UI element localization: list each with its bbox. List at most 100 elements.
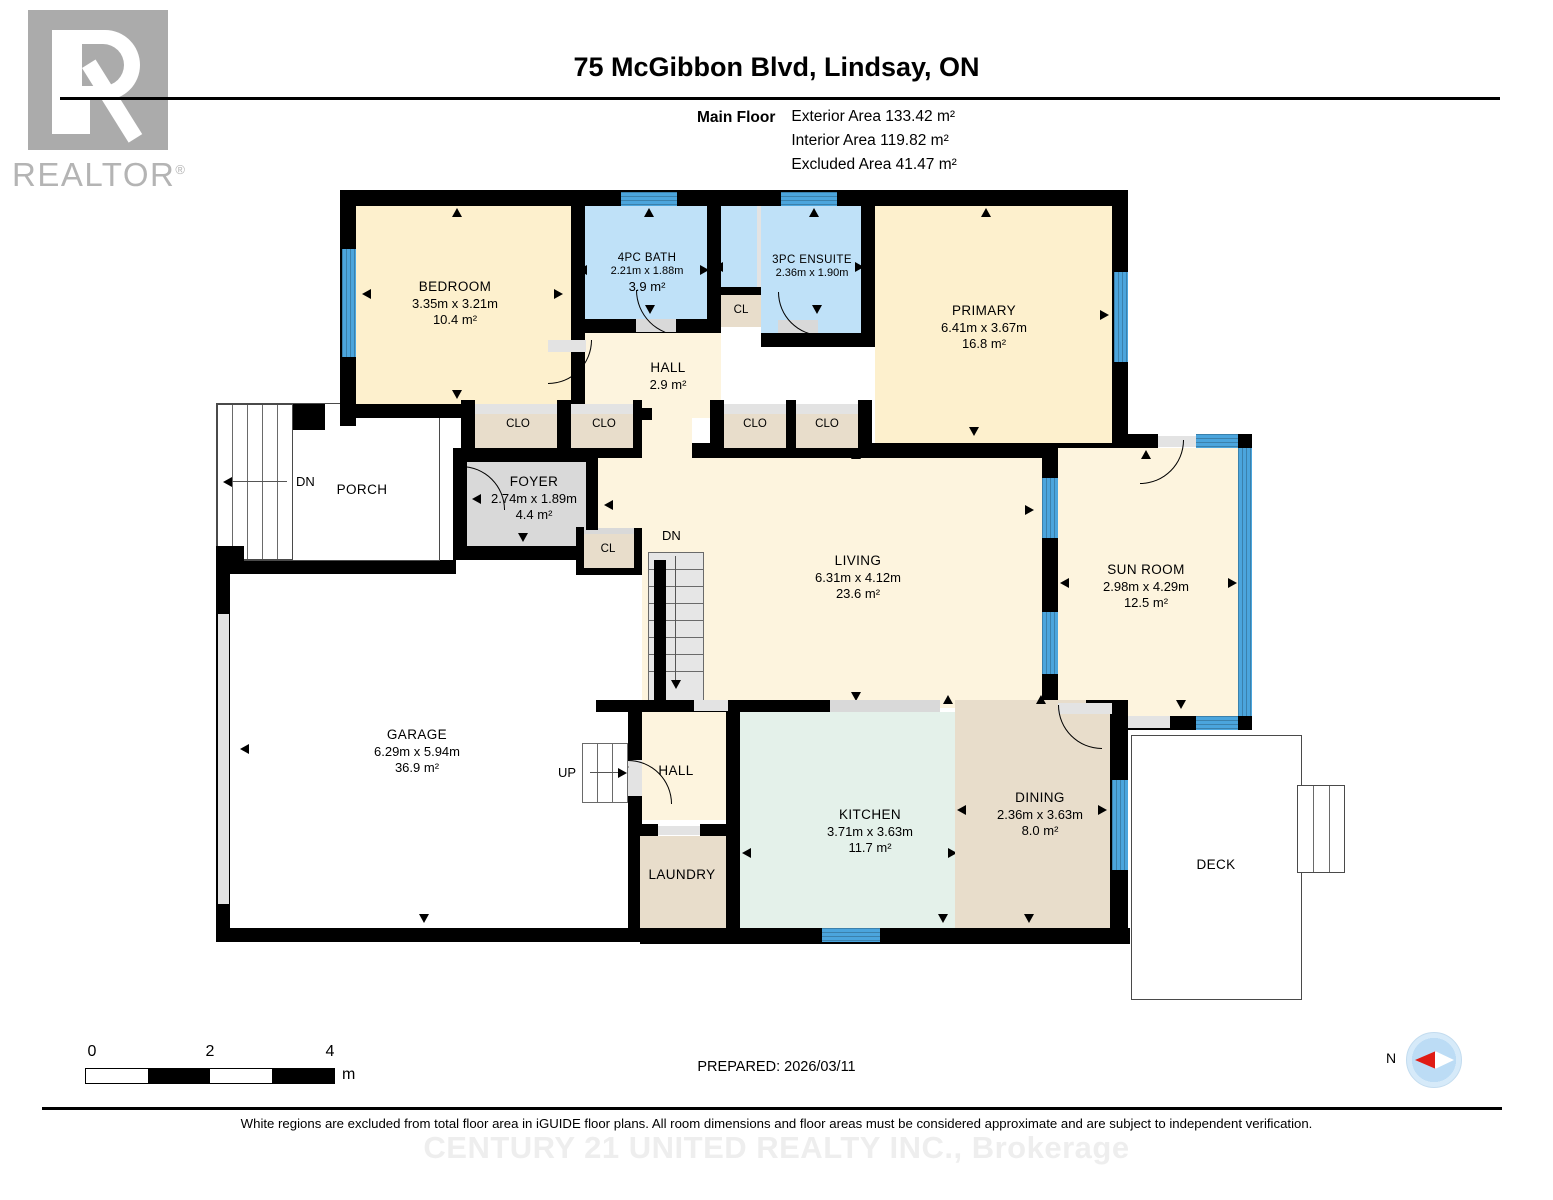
cl-foyer-frame-left: [576, 527, 584, 575]
hall-upper-area: 2.9 m²: [649, 376, 687, 392]
floor-summary: Main Floor Exterior Area 133.42 m² Inter…: [697, 108, 957, 174]
sunroom-window-interior-lower: [1042, 612, 1058, 674]
dining-dims: 2.36m x 3.63m: [997, 806, 1083, 822]
cl-hall-frame-left: [713, 287, 721, 333]
porch-wall-bottom-nub: [216, 546, 244, 562]
exterior-wall-top: [340, 190, 1128, 206]
scale-tick-0: 0: [87, 1043, 97, 1060]
sunroom-dims: 2.98m x 4.29m: [1103, 578, 1189, 594]
room-label-porch: PORCH: [337, 482, 388, 499]
closet-clo-3: [724, 408, 786, 448]
garage-up-label: UP: [558, 765, 577, 780]
prepared-date: PREPARED: 2026/03/11: [697, 1059, 856, 1075]
living-arrow-bottom: [851, 692, 861, 701]
room-label-laundry: LAUNDRY: [648, 867, 715, 884]
primary-name: PRIMARY: [951, 303, 1017, 318]
floor-plan-drawing: DECK GARAGE 6.29m x 5.94m 36.9 m² DN POR…: [216, 190, 1345, 1000]
bedroom-window-west: [342, 249, 356, 357]
interior-wall-living-left: [586, 458, 598, 530]
sunroom-door-top: [1158, 436, 1228, 447]
living-stair-direction-shaft: [675, 556, 677, 682]
scale-unit-label: m: [342, 1066, 356, 1083]
dining-name: DINING: [1015, 790, 1065, 805]
cl-foyer-frame-bottom: [576, 568, 642, 575]
garage-up-arrow-shaft: [590, 772, 622, 774]
dining-window-east: [1112, 780, 1128, 870]
ensuite-wall-right: [861, 206, 875, 333]
closet-row2-wall-left: [710, 400, 724, 448]
living-arrow-right: [1025, 505, 1034, 515]
bath4-arrow-left: [578, 265, 587, 275]
living-arrow-top: [851, 450, 861, 459]
bath4-arrow-top: [644, 208, 654, 217]
room-label-4pc-bath: 4PC BATH 2.21m x 1.88m 3.9 m²: [611, 251, 684, 295]
scale-bar: [85, 1068, 335, 1084]
laundry-wall-left: [628, 824, 640, 928]
closet-clo-1: [475, 408, 557, 448]
room-kitchen: [740, 712, 955, 928]
kitchen-arrow-right: [948, 848, 957, 858]
bath4-name: 4PC BATH: [617, 252, 677, 264]
porch-dn-label: DN: [296, 474, 315, 489]
deck-stairs: [1297, 785, 1345, 873]
kitchen-window-south: [822, 928, 880, 942]
scale-segment-1: [86, 1069, 148, 1083]
foyer-dims: 2.74m x 1.89m: [491, 490, 577, 506]
kitchen-dims: 3.71m x 3.63m: [827, 823, 913, 839]
bedroom-arrow-bottom: [452, 390, 462, 399]
floor-label: Main Floor: [697, 109, 776, 126]
interior-wall-hall-top-stub: [642, 408, 652, 420]
room-hall-upper: [585, 333, 721, 418]
header-divider: [60, 97, 1500, 100]
porch-dn-arrow-head: [223, 477, 232, 487]
disclaimer-text: White regions are excluded from total fl…: [240, 1116, 1313, 1131]
sunroom-window-south: [1196, 716, 1238, 730]
closet-clo-1-label: CLO: [506, 418, 530, 430]
realtor-logo: REALTOR®: [8, 8, 188, 198]
sunroom-arrow-right: [1228, 578, 1237, 588]
hall-upper-name: HALL: [650, 360, 686, 375]
foyer-area: 4.4 m²: [515, 507, 553, 523]
living-stair-direction-head: [671, 680, 681, 689]
room-sunroom: [1058, 448, 1238, 716]
closet-clo-2: [571, 408, 633, 448]
interior-area: Interior Area 119.82 m²: [791, 132, 949, 149]
room-label-living: LIVING 6.31m x 4.12m 23.6 m²: [815, 553, 901, 602]
garage-door-left: [218, 614, 229, 904]
room-label-sunroom: SUN ROOM 2.98m x 4.29m 12.5 m²: [1103, 562, 1189, 611]
brokerage-watermark: CENTURY 21 UNITED REALTY INC., Brokerage: [423, 1130, 1130, 1165]
sunroom-window-north: [1196, 434, 1238, 448]
interior-wall-living-bottom-left: [596, 700, 642, 712]
dining-arrow-bottom: [1024, 914, 1034, 923]
registered-mark: ®: [175, 162, 187, 177]
bedroom-arrow-left: [362, 289, 371, 299]
living-arrow-left: [604, 500, 613, 510]
room-living: [642, 458, 1042, 708]
bath4-door-arrow: [645, 305, 655, 314]
ensuite-wall-bottom: [761, 333, 875, 347]
room-deck: [1131, 735, 1302, 1000]
interior-wall-garage-right: [654, 560, 666, 706]
porch-name: PORCH: [336, 482, 388, 497]
page-title: 75 McGibbon Blvd, Lindsay, ON: [573, 52, 980, 82]
primary-arrow-top: [981, 208, 991, 217]
closet-clo-3-door: [724, 404, 786, 414]
dining-area: 8.0 m²: [1021, 823, 1059, 839]
room-label-dining: DINING 2.36m x 3.63m 8.0 m²: [997, 790, 1083, 839]
closet-divider-2: [786, 400, 796, 448]
bedroom-area: 10.4 m²: [432, 312, 478, 328]
closet-clo-2-door: [571, 404, 633, 414]
room-label-primary: PRIMARY 6.41m x 3.67m 16.8 m²: [941, 303, 1027, 352]
porch-wall-nub: [293, 404, 325, 430]
closet-clo-4-door: [796, 404, 858, 414]
closet-clo-1-door: [475, 404, 557, 414]
excluded-area: Excluded Area 41.47 m²: [791, 156, 957, 173]
closet-row2-wall-right: [858, 400, 872, 448]
ensuite-window-north: [781, 192, 837, 206]
kitchen-arrow-top: [943, 695, 953, 704]
room-label-3pc-ensuite: 3PC ENSUITE 2.36m x 1.90m: [772, 253, 852, 281]
living-area: 23.6 m²: [835, 586, 881, 602]
scale-tick-2: 2: [205, 1043, 215, 1060]
room-label-foyer: FOYER 2.74m x 1.89m 4.4 m²: [491, 474, 577, 523]
living-dn-label: DN: [662, 528, 681, 543]
